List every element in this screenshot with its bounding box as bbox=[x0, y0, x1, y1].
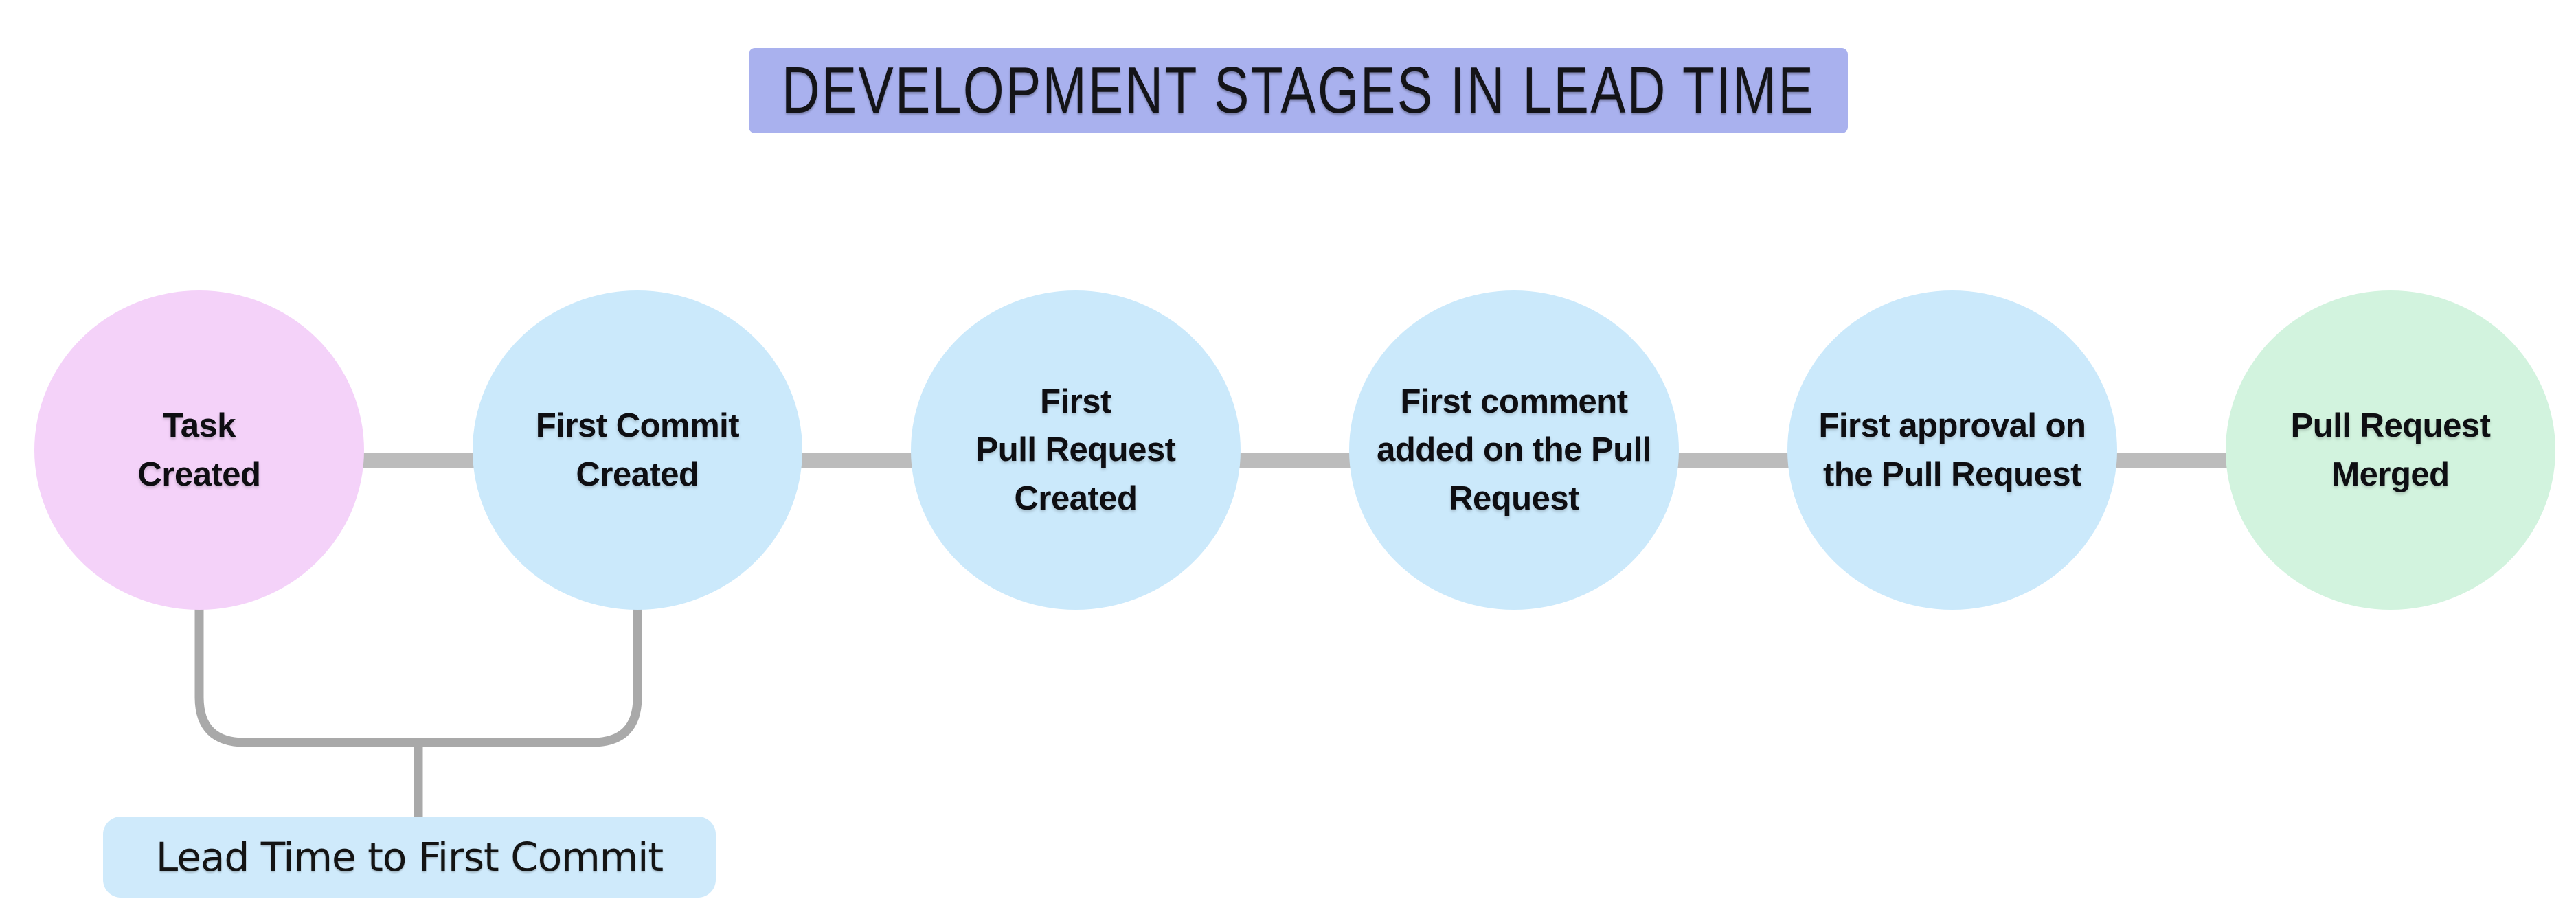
stage-label-task-created: Task Created bbox=[137, 407, 261, 493]
stage-node-task-created: Task Created bbox=[34, 290, 364, 610]
connector-pr-to-comment bbox=[1234, 453, 1357, 468]
title-banner: DEVELOPMENT STAGES IN LEAD TIME bbox=[749, 48, 1848, 133]
connector-approval-to-merge bbox=[2110, 453, 2234, 468]
stage-label-first-commit-created: First Commit Created bbox=[535, 407, 740, 493]
connector-commit-to-pr bbox=[795, 453, 919, 468]
stage-label-first-approval: First approval on the Pull Request bbox=[1818, 407, 2086, 493]
stage-label-pull-request-merged: Pull Request Merged bbox=[2290, 407, 2491, 493]
lead-time-annotation: Lead Time to First Commit bbox=[103, 817, 716, 898]
stage-node-first-approval: First approval on the Pull Request bbox=[1787, 290, 2117, 610]
stage-node-pull-request-merged: Pull Request Merged bbox=[2226, 290, 2555, 610]
stage-node-first-pull-request-created: First Pull Request Created bbox=[911, 290, 1241, 610]
bracket-path bbox=[194, 599, 642, 747]
stage-label-first-comment-added: First comment added on the Pull Request bbox=[1377, 383, 1651, 517]
connector-task-to-commit bbox=[357, 453, 481, 468]
stage-label-first-pull-request-created: First Pull Request Created bbox=[975, 383, 1176, 517]
page-title: DEVELOPMENT STAGES IN LEAD TIME bbox=[781, 54, 1816, 127]
stage-node-first-comment-added: First comment added on the Pull Request bbox=[1349, 290, 1679, 610]
connector-comment-to-approval bbox=[1672, 453, 1796, 468]
stage-node-first-commit-created: First Commit Created bbox=[473, 290, 802, 610]
lead-time-annotation-label: Lead Time to First Commit bbox=[155, 834, 664, 880]
